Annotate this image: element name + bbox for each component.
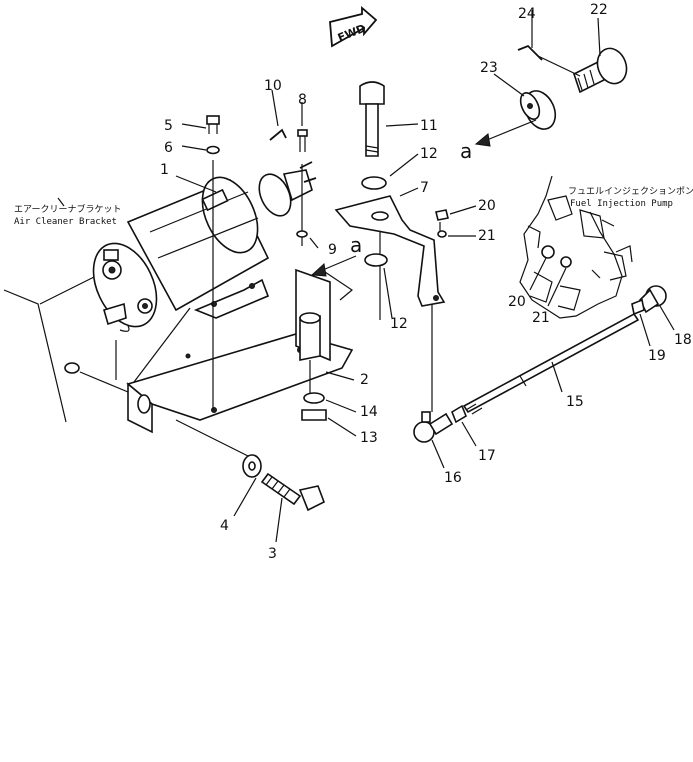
- nut-20: [435, 209, 449, 221]
- callout-10: 10: [264, 78, 282, 94]
- callout-9: 9: [328, 242, 337, 258]
- callout-14: 14: [360, 404, 378, 420]
- cotter-10: [269, 128, 287, 141]
- callout-24: 24: [518, 6, 536, 22]
- callout-20-lever: 20: [478, 198, 496, 214]
- washer-6: [206, 145, 220, 155]
- washer-left: [64, 362, 80, 374]
- callout-18: 18: [674, 332, 692, 348]
- callout-a-left: a: [460, 139, 472, 163]
- nut-17: [451, 404, 467, 424]
- wheel-23: [519, 90, 557, 130]
- callout-6: 6: [164, 140, 173, 156]
- callout-11: 11: [420, 118, 438, 134]
- callout-7: 7: [420, 180, 429, 196]
- bolt-3: [260, 472, 326, 512]
- callout-a-center: a: [350, 233, 362, 257]
- fuel-injection-pump: [519, 175, 633, 319]
- fwd-arrow-icon: FWD: [329, 6, 378, 48]
- nut-13: [301, 409, 327, 421]
- pin-8: [297, 129, 308, 152]
- callout-19: 19: [648, 348, 666, 364]
- fuel-injection-pump-en: Fuel Injection Pump: [570, 199, 673, 209]
- air-cleaner-bracket-jp: エアークリーナブラケット: [14, 203, 121, 215]
- fuel-injection-pump-jp: フュエルインジェクションポンプ: [568, 186, 693, 197]
- washer-9: [296, 230, 308, 238]
- nut-19: [631, 298, 645, 316]
- rod-15: [462, 312, 640, 415]
- washer-12-bottom: [364, 253, 388, 267]
- mounting-plate: [126, 268, 354, 434]
- arrow-a-left: [474, 119, 537, 147]
- callout-13: 13: [360, 430, 378, 446]
- washer-12-top: [361, 176, 387, 190]
- bolt-11: [359, 81, 385, 157]
- lever-7: [334, 195, 446, 307]
- callout-12-top: 12: [420, 146, 438, 162]
- callout-23: 23: [480, 60, 498, 76]
- knob-22: [573, 47, 628, 94]
- callout-16: 16: [444, 470, 462, 486]
- air-cleaner-bracket-edge: [3, 197, 109, 423]
- callout-20-pump: 20: [508, 294, 526, 310]
- callout-4: 4: [220, 518, 229, 534]
- washer-14: [303, 392, 325, 404]
- callout-21-pump: 21: [532, 310, 550, 326]
- callout-21-lever: 21: [478, 228, 496, 244]
- air-cleaner-bracket-en: Air Cleaner Bracket: [14, 217, 117, 227]
- callout-1: 1: [160, 162, 169, 178]
- fwd-label: FWD: [336, 22, 368, 45]
- callout-15: 15: [566, 394, 584, 410]
- callout-3: 3: [268, 546, 277, 562]
- callout-leaders: [175, 10, 675, 543]
- bolt-5: [206, 115, 220, 134]
- callout-17: 17: [478, 448, 496, 464]
- fuel-solenoid: [92, 161, 317, 332]
- callout-12-bottom: 12: [390, 316, 408, 332]
- arrow-a-center: [310, 255, 357, 277]
- callout-22: 22: [590, 2, 608, 18]
- callout-2: 2: [360, 372, 369, 388]
- ball-joint-16: [413, 411, 454, 443]
- pin-24: [517, 44, 543, 61]
- washer-21: [437, 230, 447, 238]
- callout-5: 5: [164, 118, 173, 134]
- callout-8: 8: [298, 92, 307, 108]
